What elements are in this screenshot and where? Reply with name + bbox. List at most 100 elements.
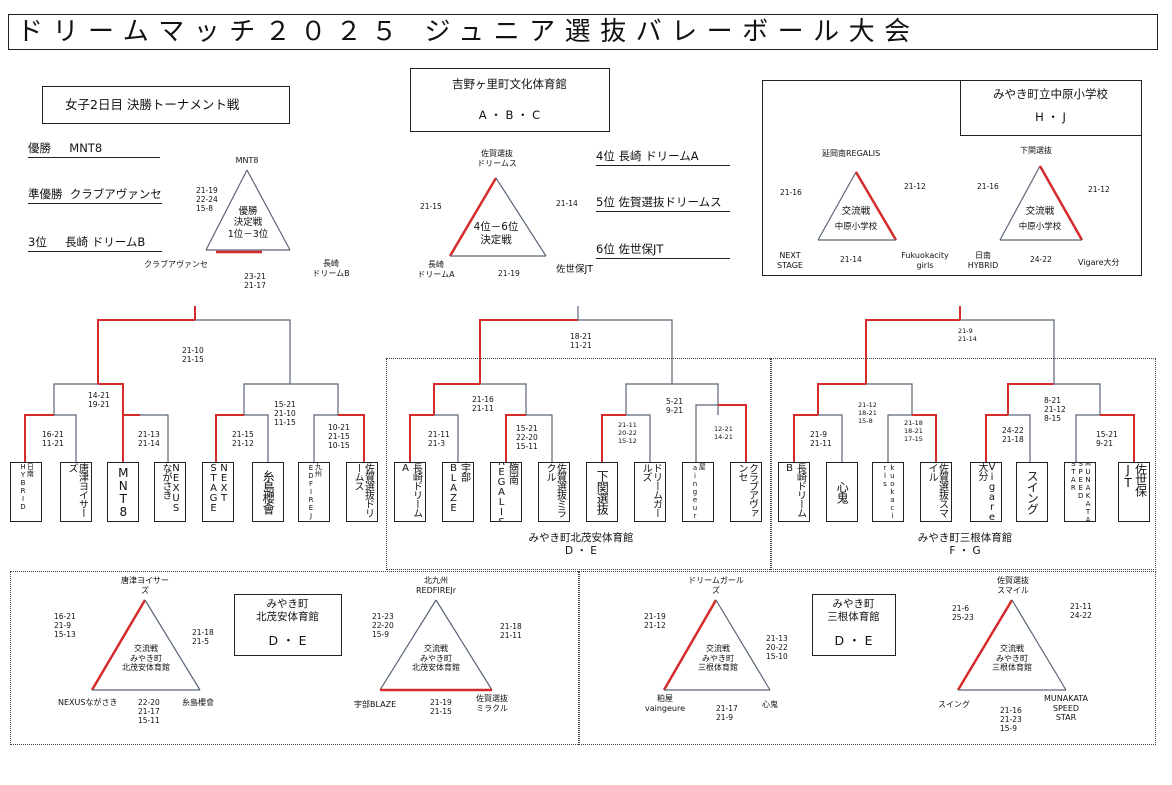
tri-label: 唐津ヨイサーズ bbox=[121, 576, 169, 595]
tri-score: 21-14 bbox=[840, 255, 862, 264]
venue-box: みやき町北茂安体育館 D ・ E bbox=[234, 594, 342, 656]
tri-edge bbox=[205, 169, 248, 251]
venue-name: みやき町三根体育館 bbox=[827, 598, 880, 623]
tri-score: 21-16 bbox=[977, 182, 999, 191]
tri-label: 延岡南REGALIS bbox=[822, 149, 881, 158]
tri-score: 21-12 bbox=[904, 182, 926, 191]
tri-center: 交流戦みやき町北茂安体育館 bbox=[122, 644, 170, 673]
team-box: 佐賀選抜ミラクル bbox=[538, 462, 570, 522]
team-box: スイング bbox=[1016, 462, 1048, 522]
tri-center: 交流戦みやき町北茂安体育館 bbox=[412, 644, 460, 673]
result-2nd: 準優勝 クラブアヴァンセ bbox=[28, 187, 162, 204]
team-box: NEXT STAGE bbox=[202, 462, 234, 522]
venue-courts: H ・ J bbox=[1035, 110, 1066, 124]
tri-score: 21-14 bbox=[556, 199, 578, 208]
tri-center: 優勝 決定戦 1位－3位 bbox=[227, 206, 269, 240]
final-heading-box: 女子2日目 決勝トーナメント戦 bbox=[42, 86, 290, 124]
team-box: 長崎ドリームA bbox=[394, 462, 426, 522]
venue-name: みやき町北茂安体育館 bbox=[256, 598, 319, 623]
venue-courts: A ・ B ・ C bbox=[478, 108, 541, 122]
team-box: 佐世保JT bbox=[1118, 462, 1150, 522]
team-box: Fukuokacity girls bbox=[872, 462, 904, 522]
team-box: 下関選抜 bbox=[586, 462, 618, 522]
team-box: 粕屋vaingeure bbox=[682, 462, 714, 522]
team-box: 心鬼 bbox=[826, 462, 858, 522]
tri-label: クラブアヴァンセ bbox=[144, 260, 208, 269]
tri-label: MNT8 bbox=[235, 156, 259, 165]
tri-score: 21-19 22-24 15-8 bbox=[196, 186, 218, 213]
tri-label: 長崎ドリームA bbox=[417, 260, 455, 279]
venue-frame-de bbox=[386, 358, 772, 570]
result-1st: 優勝 MNT8 bbox=[28, 141, 160, 158]
team-box: 宇部BLAZE bbox=[442, 462, 474, 522]
tri-center: 交流戦中原小学校 bbox=[1018, 206, 1062, 233]
team-box: Vigare大分 bbox=[970, 462, 1002, 522]
venue-box bbox=[762, 80, 1142, 276]
tri-score: 21-19 bbox=[498, 269, 520, 278]
venue-box: 吉野ヶ里町文化体育館 A ・ B ・ C bbox=[410, 68, 610, 132]
team-box: MUNAKATA SPEED STAR bbox=[1064, 462, 1096, 522]
page-title: ドリームマッチ２０２５ ジュニア選抜バレーボール大会 bbox=[8, 14, 1158, 50]
bottom-frame-2 bbox=[578, 571, 1156, 745]
venue-name: みやき町立中原小学校 bbox=[993, 87, 1108, 101]
team-box: クラブアヴァンセ bbox=[730, 462, 762, 522]
tri-label: 佐賀選抜スマイル bbox=[997, 576, 1029, 595]
tri-score: 21-15 bbox=[420, 202, 442, 211]
tri-center: 交流戦みやき町三根体育館 bbox=[698, 644, 738, 673]
tri-label: 宇部BLAZE bbox=[354, 700, 397, 709]
tri-center: 交流戦みやき町三根体育館 bbox=[992, 644, 1032, 673]
tri-label: ドリームガールズ bbox=[688, 576, 744, 595]
tri-label: NEXUSながさき bbox=[58, 698, 118, 707]
team-box: 日南HYBRID bbox=[10, 462, 42, 522]
result-3rd: 3位 長崎 ドリームB bbox=[28, 235, 162, 252]
team-box: ドリームガールズ bbox=[634, 462, 666, 522]
tri-score: 21-16 bbox=[780, 188, 802, 197]
tri-label: スイング bbox=[938, 700, 970, 709]
team-box: 長崎ドリームB bbox=[778, 462, 810, 522]
result-5th: 5位 佐賀選抜ドリームス bbox=[596, 195, 730, 212]
team-box: 佐賀選抜ドリームス bbox=[346, 462, 378, 522]
tri-score: 21-12 bbox=[1088, 185, 1110, 194]
tri-label: 佐賀選抜ミラクル bbox=[476, 694, 508, 713]
team-box: 糸島櫻會 bbox=[252, 462, 284, 522]
venue-courts: D ・ E bbox=[834, 633, 873, 648]
tri-label: 心鬼 bbox=[762, 700, 778, 709]
tri-label: 佐世保JT bbox=[556, 264, 594, 275]
team-box: NEXUSながさき bbox=[154, 462, 186, 522]
venue-courts: D ・ E bbox=[268, 633, 307, 648]
final-heading: 女子2日目 決勝トーナメント戦 bbox=[65, 97, 240, 112]
tri-label: 長崎ドリームB bbox=[312, 259, 350, 278]
